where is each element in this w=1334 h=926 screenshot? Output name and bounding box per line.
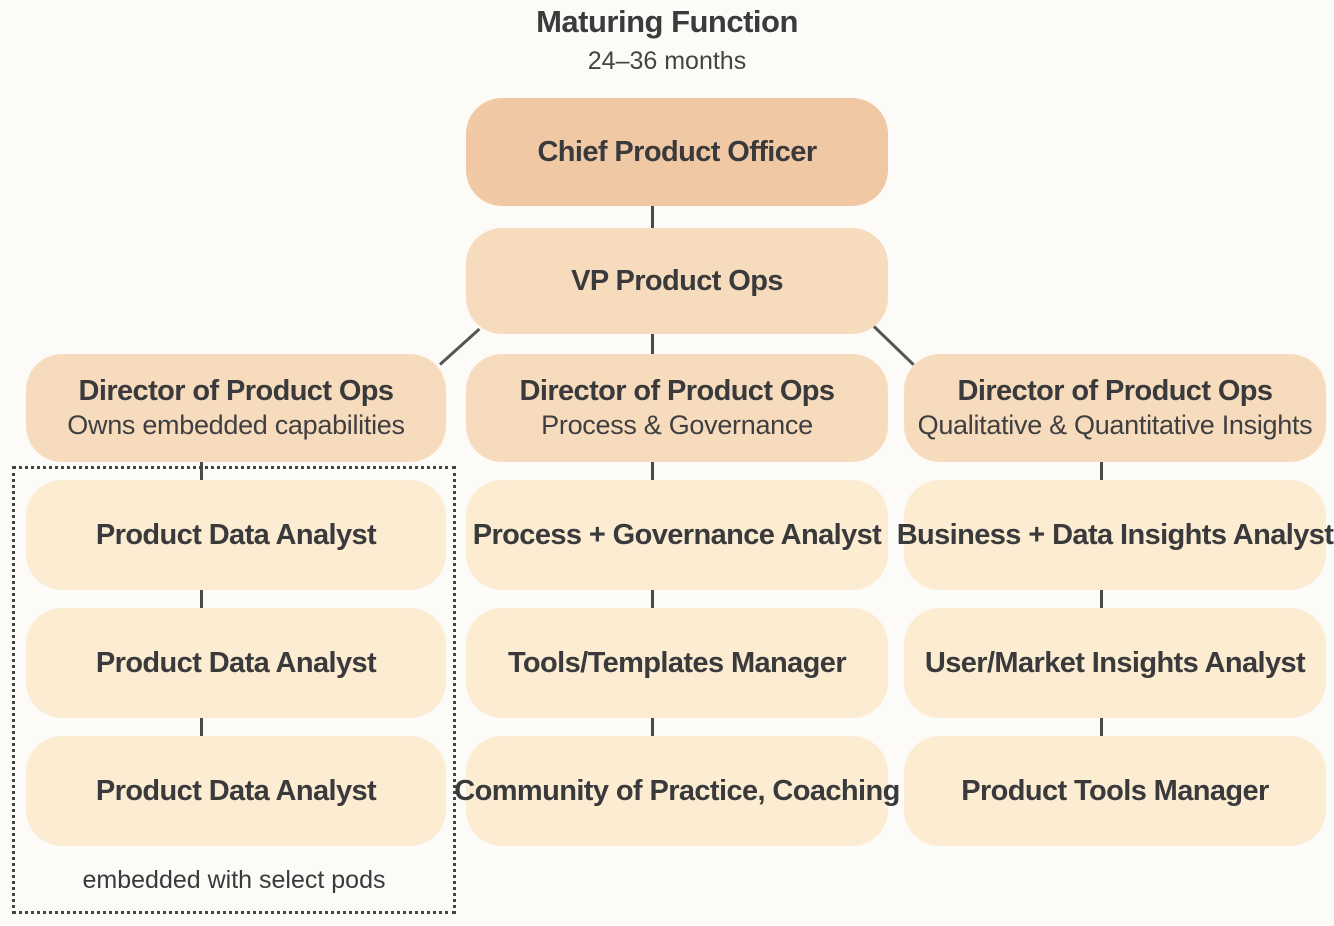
role-label: Business + Data Insights Analyst [896,518,1334,551]
role-box-left-1: Product Data Analyst [26,480,446,590]
connector-left-role1-role2 [200,590,203,608]
connector-center-role2-role3 [651,718,654,736]
connector-right-role1-role2 [1100,590,1103,608]
role-box-left-3: Product Data Analyst [26,736,446,846]
role-box-center-1: Process + Governance Analyst [466,480,888,590]
connector-chief-vp [651,206,654,228]
chief-product-officer-box: Chief Product Officer [466,98,888,206]
director-box-center: Director of Product Ops Process & Govern… [466,354,888,462]
role-label: Product Data Analyst [95,518,377,551]
role-box-left-2: Product Data Analyst [26,608,446,718]
director-box-right: Director of Product Ops Qualitative & Qu… [904,354,1326,462]
role-box-right-2: User/Market Insights Analyst [904,608,1326,718]
director-title-center: Director of Product Ops [519,375,836,407]
role-box-right-1: Business + Data Insights Analyst [897,480,1334,590]
director-box-left: Director of Product Ops Owns embedded ca… [26,354,446,462]
director-title-left: Director of Product Ops [78,375,395,407]
connector-center-director-role1 [651,462,654,480]
director-subtitle-right: Qualitative & Quantitative Insights [917,410,1313,440]
connector-center-role1-role2 [651,590,654,608]
connector-vp-director-right [872,325,915,366]
diagram-title: Maturing Function [536,4,798,39]
vp-product-ops-label: VP Product Ops [571,264,783,297]
embedded-pods-frame [12,466,456,914]
role-box-center-3: Community of Practice, Coaching [454,736,900,846]
connector-left-role2-role3 [200,718,203,736]
role-box-center-2: Tools/Templates Manager [466,608,888,718]
chief-product-officer-label: Chief Product Officer [537,135,817,168]
connector-vp-director-center [651,334,654,354]
role-label: User/Market Insights Analyst [924,646,1306,679]
role-label: Product Data Analyst [95,774,377,807]
role-label: Product Data Analyst [95,646,377,679]
diagram-subtitle: 24–36 months [587,47,747,75]
director-title-right: Director of Product Ops [957,375,1274,407]
role-label: Product Tools Manager [961,774,1269,807]
role-label: Process + Governance Analyst [472,518,882,551]
connector-left-director-role1 [200,462,203,480]
role-box-right-3: Product Tools Manager [904,736,1326,846]
director-subtitle-left: Owns embedded capabilities [67,410,405,440]
connector-vp-director-left [438,327,481,366]
connector-right-role2-role3 [1100,718,1103,736]
director-subtitle-center: Process & Governance [541,410,813,440]
connector-right-director-role1 [1100,462,1103,480]
role-label: Tools/Templates Manager [507,646,847,679]
role-label: Community of Practice, Coaching [454,774,900,807]
vp-product-ops-box: VP Product Ops [466,228,888,334]
embedded-pods-note: embedded with select pods [82,866,386,894]
